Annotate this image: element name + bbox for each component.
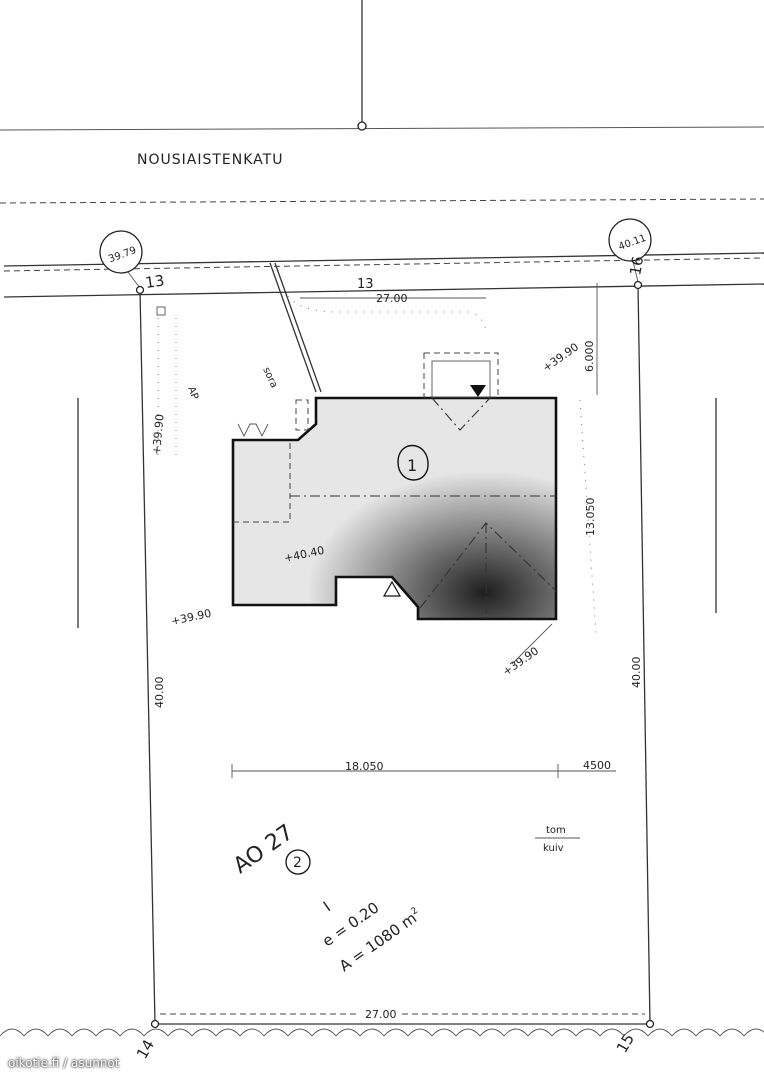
dim-side-distance: 13.050 xyxy=(584,498,597,537)
elevation-4: +39.90 xyxy=(170,607,213,628)
dim-left-depth: 40.00 xyxy=(153,677,166,709)
dim-right-depth: 40.00 xyxy=(630,657,643,689)
point-label-14: 14 xyxy=(133,1036,158,1062)
small-steps xyxy=(237,423,269,438)
point-15 xyxy=(645,1019,655,1029)
corner-elevation-circle-13 xyxy=(99,230,143,274)
leader-13 xyxy=(127,271,141,289)
lot-use-bottom: kuiv xyxy=(543,843,564,854)
elevation-5-leader xyxy=(511,623,553,665)
building-number: 1 xyxy=(407,456,417,475)
point-label-13: 13 xyxy=(144,271,165,291)
entrance-marker-icon xyxy=(470,385,486,397)
dim-bottom-width: 27.00 xyxy=(365,1008,397,1021)
entrance-canopy-inner xyxy=(431,360,491,398)
elevation-2: +39.90 xyxy=(150,414,166,456)
dim-horizontal-b: 4500 xyxy=(583,759,611,772)
boundary-point-top xyxy=(357,121,367,131)
entrance-canopy xyxy=(423,352,499,398)
elevation-5: +39.90 xyxy=(500,644,541,678)
corner-elevation-circle-16 xyxy=(608,218,652,262)
small-canopy-left xyxy=(295,399,309,431)
point-label-16: 16 xyxy=(626,255,647,277)
area-unit-exponent: 2 xyxy=(410,906,420,917)
point-14 xyxy=(150,1019,160,1029)
leader-16 xyxy=(632,260,639,283)
dim-horizontal-a: 18.050 xyxy=(345,760,384,773)
building-footprint xyxy=(231,396,558,621)
plot-number-street: 13 xyxy=(357,277,374,292)
driveway-edge-2 xyxy=(274,262,322,393)
wing-dash xyxy=(233,440,291,523)
street-edge-dashed xyxy=(0,198,764,204)
mailbox-symbol xyxy=(156,306,166,316)
watermark: oikotie.fi / asunnot xyxy=(8,1056,120,1070)
bottom-hedge xyxy=(0,1028,764,1037)
point-16 xyxy=(633,280,643,290)
entrance-triangle-icon xyxy=(382,580,402,597)
dim-top-width: 27.00 xyxy=(376,292,408,305)
block-number-circle xyxy=(285,849,311,875)
parking-label: AP xyxy=(185,385,200,401)
driveway-edge-1 xyxy=(269,262,317,393)
block-number: 2 xyxy=(293,855,302,871)
point-13 xyxy=(135,285,145,295)
street-edge-top xyxy=(0,126,764,131)
dim-front-setback: 6.000 xyxy=(583,341,596,373)
building-number-circle xyxy=(397,445,429,481)
zone-code: AO 27 xyxy=(229,820,298,879)
roof-ridge-top xyxy=(431,397,491,431)
gravel-label: sora xyxy=(260,366,279,390)
floors-label: I xyxy=(320,898,334,915)
plot-boundary xyxy=(139,284,651,1025)
lot-use-top: tom xyxy=(546,825,566,836)
street-name: NOUSIAISTENKATU xyxy=(137,152,283,168)
elevation-1: +39.90 xyxy=(540,340,581,374)
